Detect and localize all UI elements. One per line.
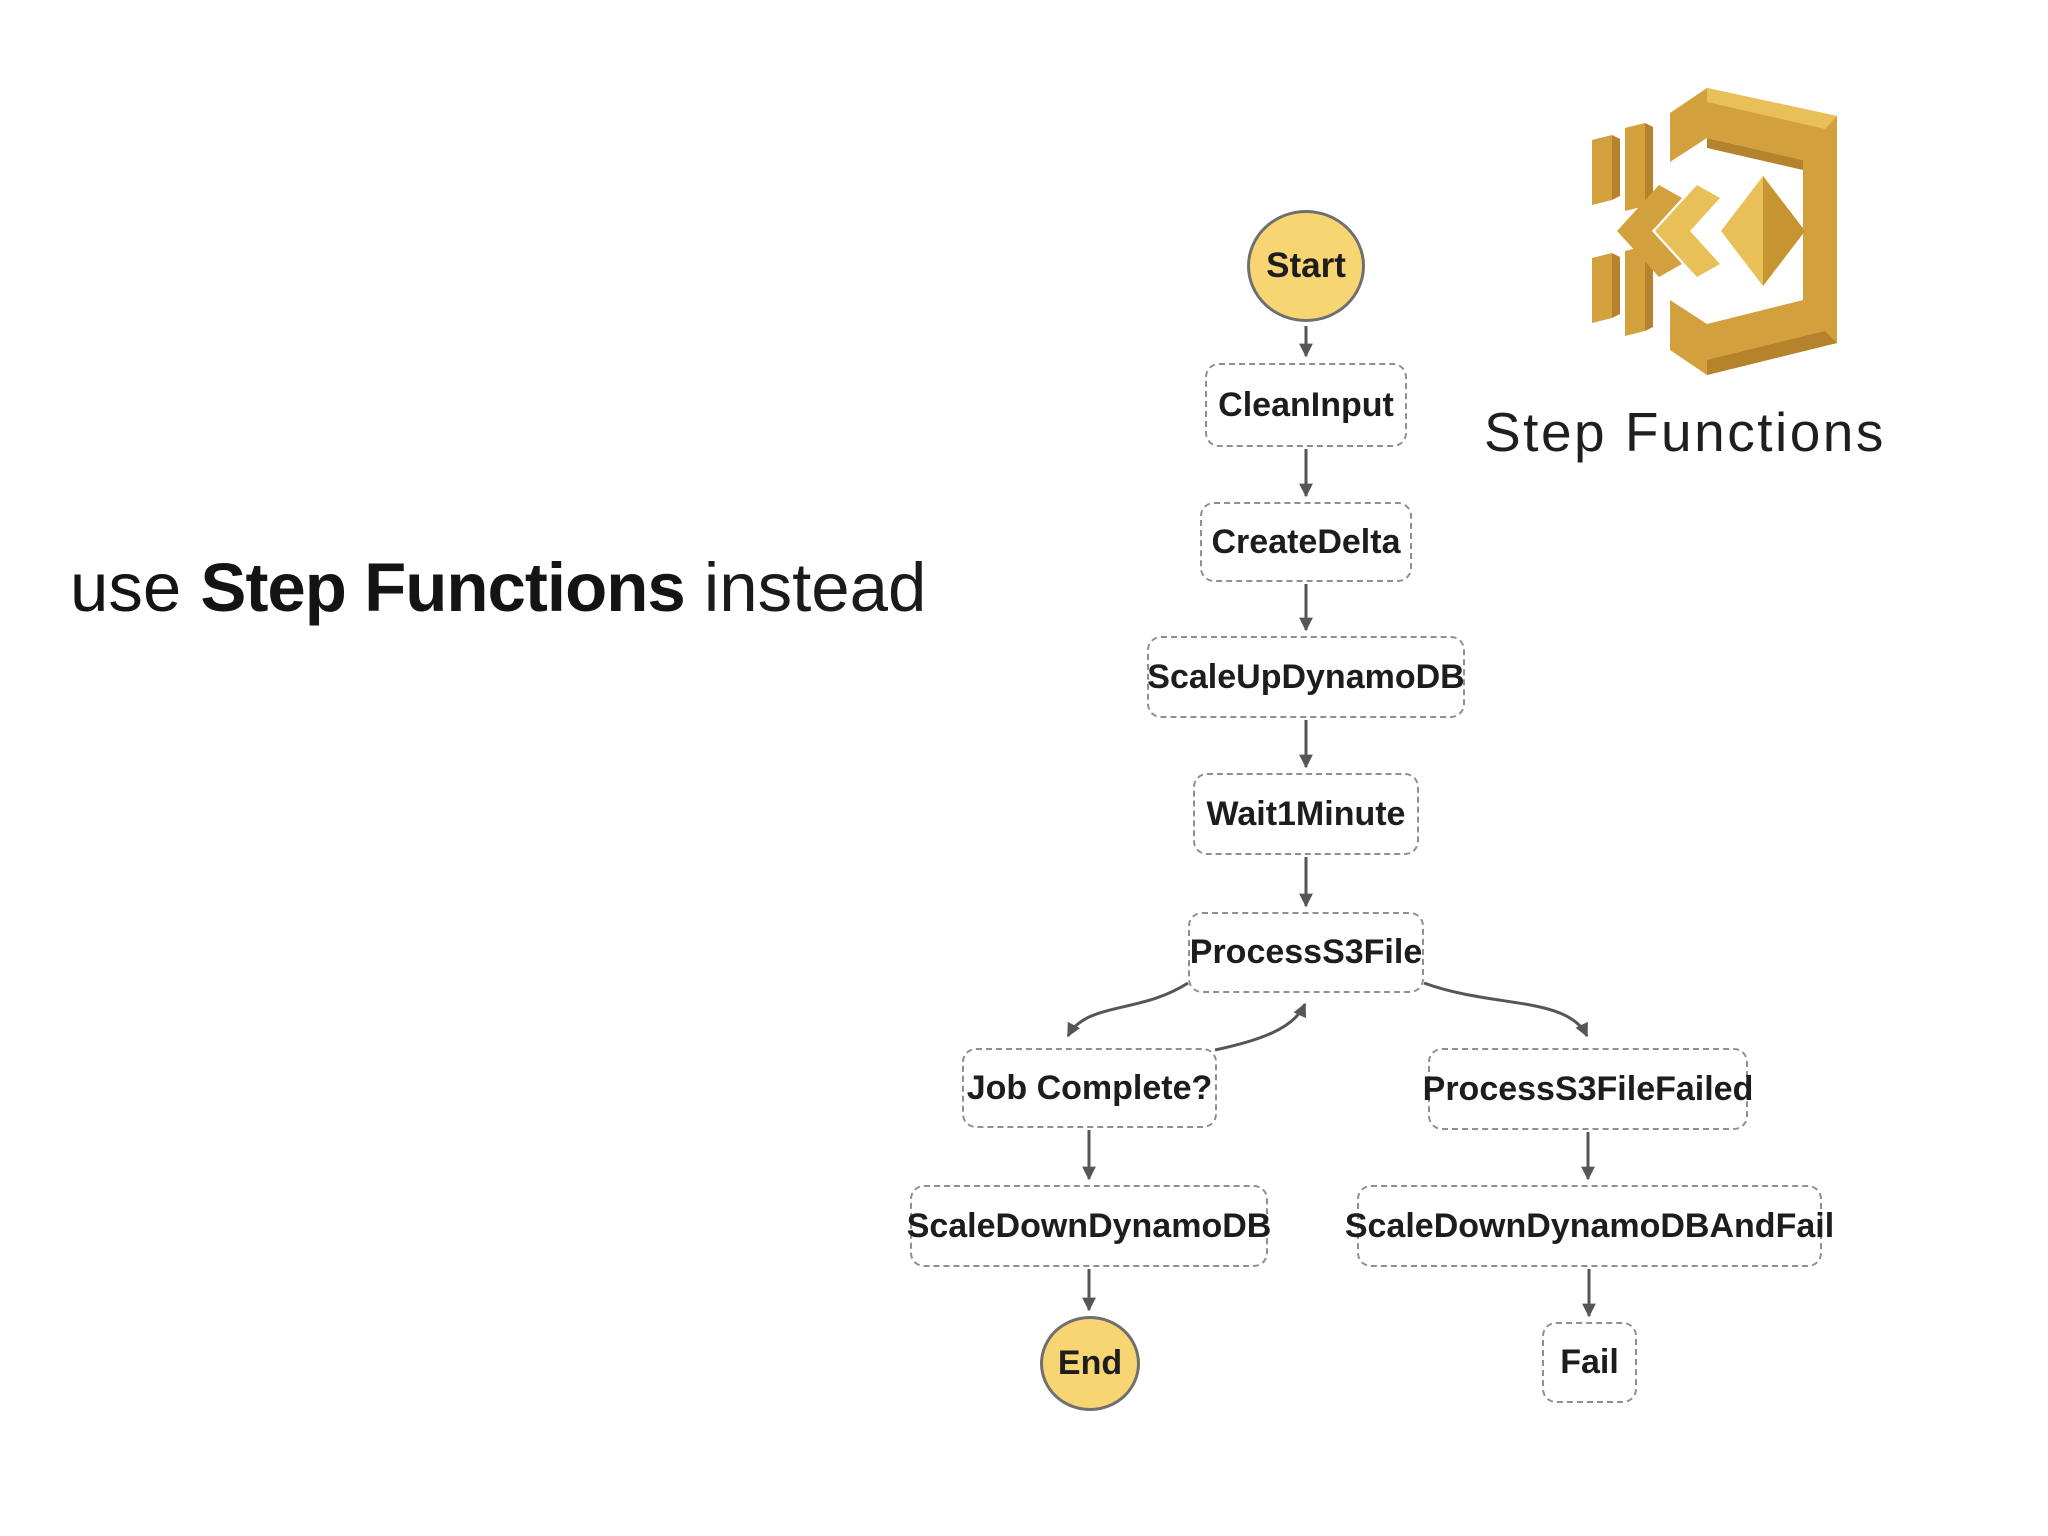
state-job-complete: Job Complete? <box>962 1048 1217 1128</box>
logo-caption: Step Functions <box>1484 401 1886 463</box>
edge-processs3file-jobcomplete <box>1066 981 1189 1038</box>
headline: use Step Functions instead <box>70 548 1070 627</box>
icon-frame <box>1670 88 1837 375</box>
state-scaledowndynamodbandfail: ScaleDownDynamoDBAndFail <box>1345 1185 1834 1267</box>
icon-bar-side <box>1612 253 1620 318</box>
icon-chevron-front <box>1655 185 1720 277</box>
state-scaledowndynamodb: ScaleDownDynamoDB <box>907 1185 1271 1267</box>
icon-frame-bottom-bevel <box>1707 331 1837 375</box>
icon-frame-inner-shadow <box>1707 138 1803 170</box>
icon-bar <box>1592 253 1612 323</box>
icon-frame-top-bevel <box>1707 88 1837 129</box>
icon-bar-side <box>1645 123 1653 206</box>
end-node: End <box>1040 1316 1140 1411</box>
edge-processs3file-processs3filefailed <box>1423 981 1589 1038</box>
icon-cube-shade <box>1763 176 1805 286</box>
start-node: Start <box>1247 210 1365 322</box>
headline-prefix: use <box>70 549 201 626</box>
state-scaleupdynamodb: ScaleUpDynamoDB <box>1147 636 1465 718</box>
icon-chevron-back <box>1617 185 1682 277</box>
state-wait1minute: Wait1Minute <box>1193 773 1419 855</box>
headline-suffix: instead <box>684 549 927 626</box>
edge-jobcomplete-processs3file <box>1214 1002 1307 1052</box>
state-processs3file: ProcessS3File <box>1188 912 1424 993</box>
icon-bar <box>1625 246 1645 336</box>
state-cleaninput: CleanInput <box>1205 363 1407 447</box>
icon-bar <box>1625 123 1645 211</box>
icon-bar-side <box>1612 135 1620 200</box>
state-fail: Fail <box>1542 1322 1637 1403</box>
headline-emphasis: Step Functions <box>200 549 685 626</box>
state-createdelta: CreateDelta <box>1200 502 1412 582</box>
icon-bar <box>1592 135 1612 205</box>
step-functions-icon <box>1592 88 1837 375</box>
state-processs3filefailed: ProcessS3FileFailed <box>1423 1048 1753 1130</box>
